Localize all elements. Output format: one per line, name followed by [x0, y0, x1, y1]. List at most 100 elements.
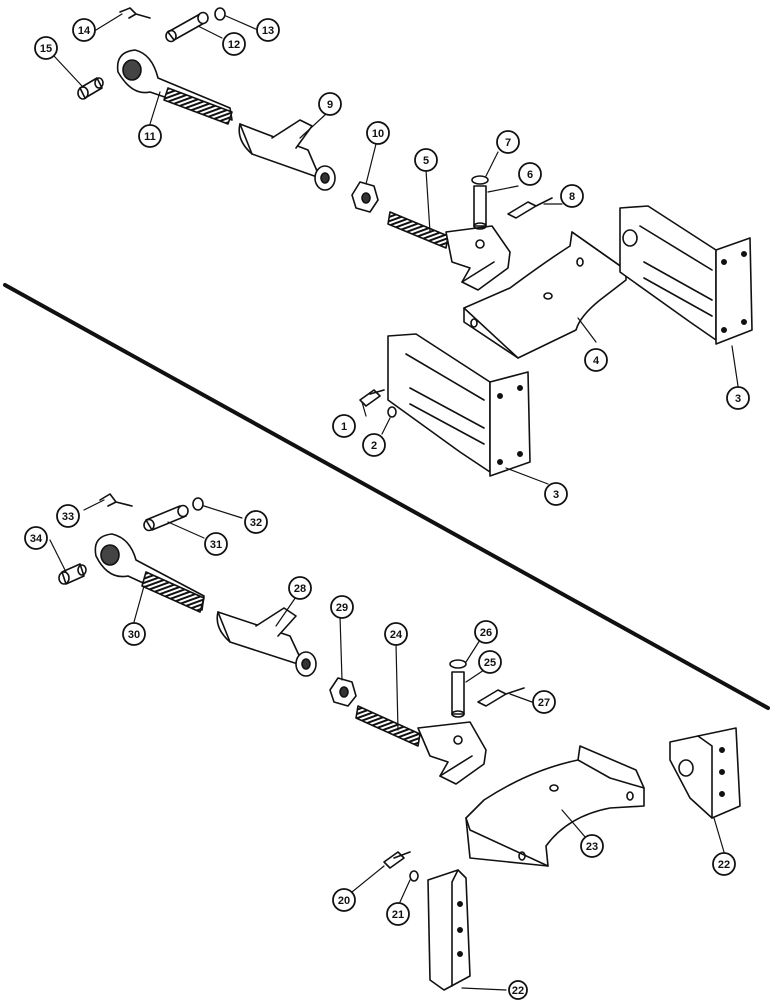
callout-1: 1 — [332, 414, 356, 438]
callout-10-label: 10 — [372, 128, 384, 140]
part-20-bolt — [383, 851, 411, 869]
part-21-washer — [409, 870, 419, 882]
part-8-cotter — [507, 197, 553, 219]
callout-24: 24 — [384, 622, 408, 646]
callout-15: 15 — [34, 36, 58, 60]
callout-20-label: 20 — [338, 895, 350, 907]
callout-25: 25 — [478, 650, 502, 674]
callout-30: 30 — [122, 622, 146, 646]
callout-8: 8 — [560, 184, 584, 208]
callout-11: 11 — [138, 124, 162, 148]
callout-9-label: 9 — [327, 99, 333, 111]
callout-14-label: 14 — [78, 25, 91, 37]
callout-29: 29 — [330, 595, 354, 619]
leader-lines — [49, 13, 739, 991]
callout-32-label: 32 — [250, 517, 262, 529]
callout-14: 14 — [72, 18, 96, 42]
callout-22-bottom-label: 22 — [512, 985, 524, 997]
part-1-bolt — [359, 389, 385, 407]
part-33-clip — [99, 493, 133, 507]
callout-8-label: 8 — [569, 191, 575, 203]
callout-32: 32 — [244, 510, 268, 534]
callout-20: 20 — [332, 888, 356, 912]
callout-27-label: 27 — [538, 697, 550, 709]
callout-33-label: 33 — [62, 511, 74, 523]
callout-22-right-label: 22 — [718, 859, 730, 871]
part-3-bracket-right — [619, 205, 753, 345]
callout-7-label: 7 — [505, 137, 511, 149]
part-3-bracket-left — [387, 333, 531, 477]
callout-5-label: 5 — [423, 155, 429, 167]
callout-21-label: 21 — [392, 909, 404, 921]
callout-24-label: 24 — [390, 629, 403, 641]
part-24-clevis-bolt — [355, 705, 487, 785]
part-15-bushing — [77, 77, 104, 100]
callout-3-left: 3 — [544, 482, 568, 506]
callout-25-label: 25 — [484, 657, 496, 669]
part-26-washer — [449, 659, 467, 669]
part-12-pin — [165, 11, 209, 43]
part-11-rod-end — [116, 49, 233, 125]
callout-13: 13 — [256, 18, 280, 42]
part-23-quadrant — [465, 745, 645, 867]
callouts: 14 12 13 15 11 9 10 5 7 6 8 4 3 1 2 3 33… — [24, 18, 750, 1000]
part-31-pin — [143, 504, 189, 532]
callout-29-label: 29 — [336, 602, 348, 614]
part-10-nut — [351, 181, 379, 213]
callout-4: 4 — [584, 348, 608, 372]
callout-3-right: 3 — [726, 386, 750, 410]
part-9-tee-coupler — [238, 119, 336, 191]
callout-21: 21 — [386, 902, 410, 926]
callout-4-label: 4 — [593, 355, 600, 367]
callout-22-bottom: 22 — [508, 980, 528, 1000]
callout-27: 27 — [532, 690, 556, 714]
callout-7: 7 — [496, 130, 520, 154]
part-32-washer — [192, 497, 204, 511]
callout-15-label: 15 — [40, 43, 52, 55]
part-7-washer — [471, 175, 489, 185]
callout-23: 23 — [580, 834, 604, 858]
part-30-rod-end — [94, 533, 205, 613]
callout-6-label: 6 — [527, 169, 533, 181]
callout-31-label: 31 — [210, 539, 222, 551]
callout-31: 31 — [204, 532, 228, 556]
callout-9: 9 — [318, 92, 342, 116]
callout-13-label: 13 — [262, 25, 274, 37]
callout-33: 33 — [56, 504, 80, 528]
part-29-nut — [329, 677, 357, 707]
part-27-cotter — [477, 687, 525, 707]
part-5-clevis-bolt — [387, 211, 511, 291]
callout-2-label: 2 — [371, 440, 377, 452]
callout-28-label: 28 — [294, 583, 306, 595]
part-22-plate-right — [669, 727, 741, 819]
part-22-plate-bottom — [427, 869, 471, 991]
callout-23-label: 23 — [586, 841, 598, 853]
callout-10: 10 — [366, 121, 390, 145]
callout-3-left-label: 3 — [553, 489, 559, 501]
callout-22-right: 22 — [712, 852, 736, 876]
callout-26: 26 — [474, 620, 498, 644]
callout-30-label: 30 — [128, 629, 140, 641]
callout-34: 34 — [24, 526, 48, 550]
callout-12: 12 — [222, 32, 246, 56]
part-14-clip — [119, 7, 151, 19]
callout-34-label: 34 — [30, 533, 43, 545]
part-34-bushing — [58, 563, 87, 585]
callout-6: 6 — [518, 162, 542, 186]
callout-3-right-label: 3 — [735, 393, 741, 405]
section-divider-line — [3, 283, 770, 710]
part-6-pin — [473, 185, 487, 230]
callout-5: 5 — [414, 148, 438, 172]
callout-11-label: 11 — [144, 131, 156, 143]
callout-1-label: 1 — [341, 421, 347, 433]
callout-26-label: 26 — [480, 627, 492, 639]
callout-28: 28 — [288, 576, 312, 600]
callout-2: 2 — [362, 433, 386, 457]
part-25-pin — [451, 671, 465, 718]
part-28-tee-coupler — [216, 607, 317, 677]
callout-12-label: 12 — [228, 39, 240, 51]
part-13-washer — [214, 7, 226, 21]
part-2-washer — [387, 406, 397, 418]
